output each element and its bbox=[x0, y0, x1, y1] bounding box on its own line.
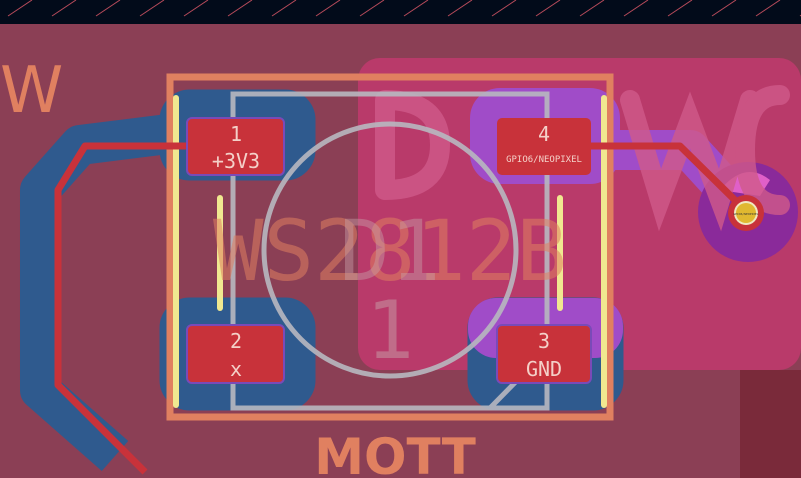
pad-net: GPIO6/NEOPIXEL bbox=[506, 155, 582, 165]
via[interactable]: GPIO6/NEOPIXEL bbox=[728, 195, 764, 231]
pad-net: x bbox=[230, 357, 242, 381]
pad-number: 1 bbox=[230, 122, 242, 146]
back-silkscreen bbox=[375, 85, 790, 232]
pad-3[interactable]: 3 GND bbox=[496, 324, 592, 384]
courtyard-outline bbox=[166, 73, 614, 421]
fab-pin-text: 1 bbox=[366, 284, 414, 377]
pad-net: +3V3 bbox=[212, 149, 260, 173]
silk-text-top-left: W bbox=[0, 54, 63, 128]
edge-hatch bbox=[0, 0, 801, 24]
pad-number: 3 bbox=[538, 329, 550, 353]
zone-edge bbox=[740, 370, 801, 478]
pad-net: GND bbox=[526, 357, 562, 381]
front-copper-traces[interactable] bbox=[54, 142, 748, 475]
pad-4[interactable]: 4 GPIO6/NEOPIXEL bbox=[497, 118, 591, 175]
pad-1[interactable]: 1 +3V3 bbox=[186, 117, 285, 176]
via-net: GPIO6/NEOPIXEL bbox=[733, 212, 758, 216]
silk-text-bottom: MOTT bbox=[314, 428, 476, 478]
value-text[interactable]: WS2812B bbox=[213, 202, 567, 300]
pad-number: 4 bbox=[538, 122, 550, 146]
reference-text[interactable]: D1 bbox=[339, 202, 440, 300]
pad-2[interactable]: 2 x bbox=[186, 324, 285, 384]
pad-number: 2 bbox=[230, 329, 242, 353]
